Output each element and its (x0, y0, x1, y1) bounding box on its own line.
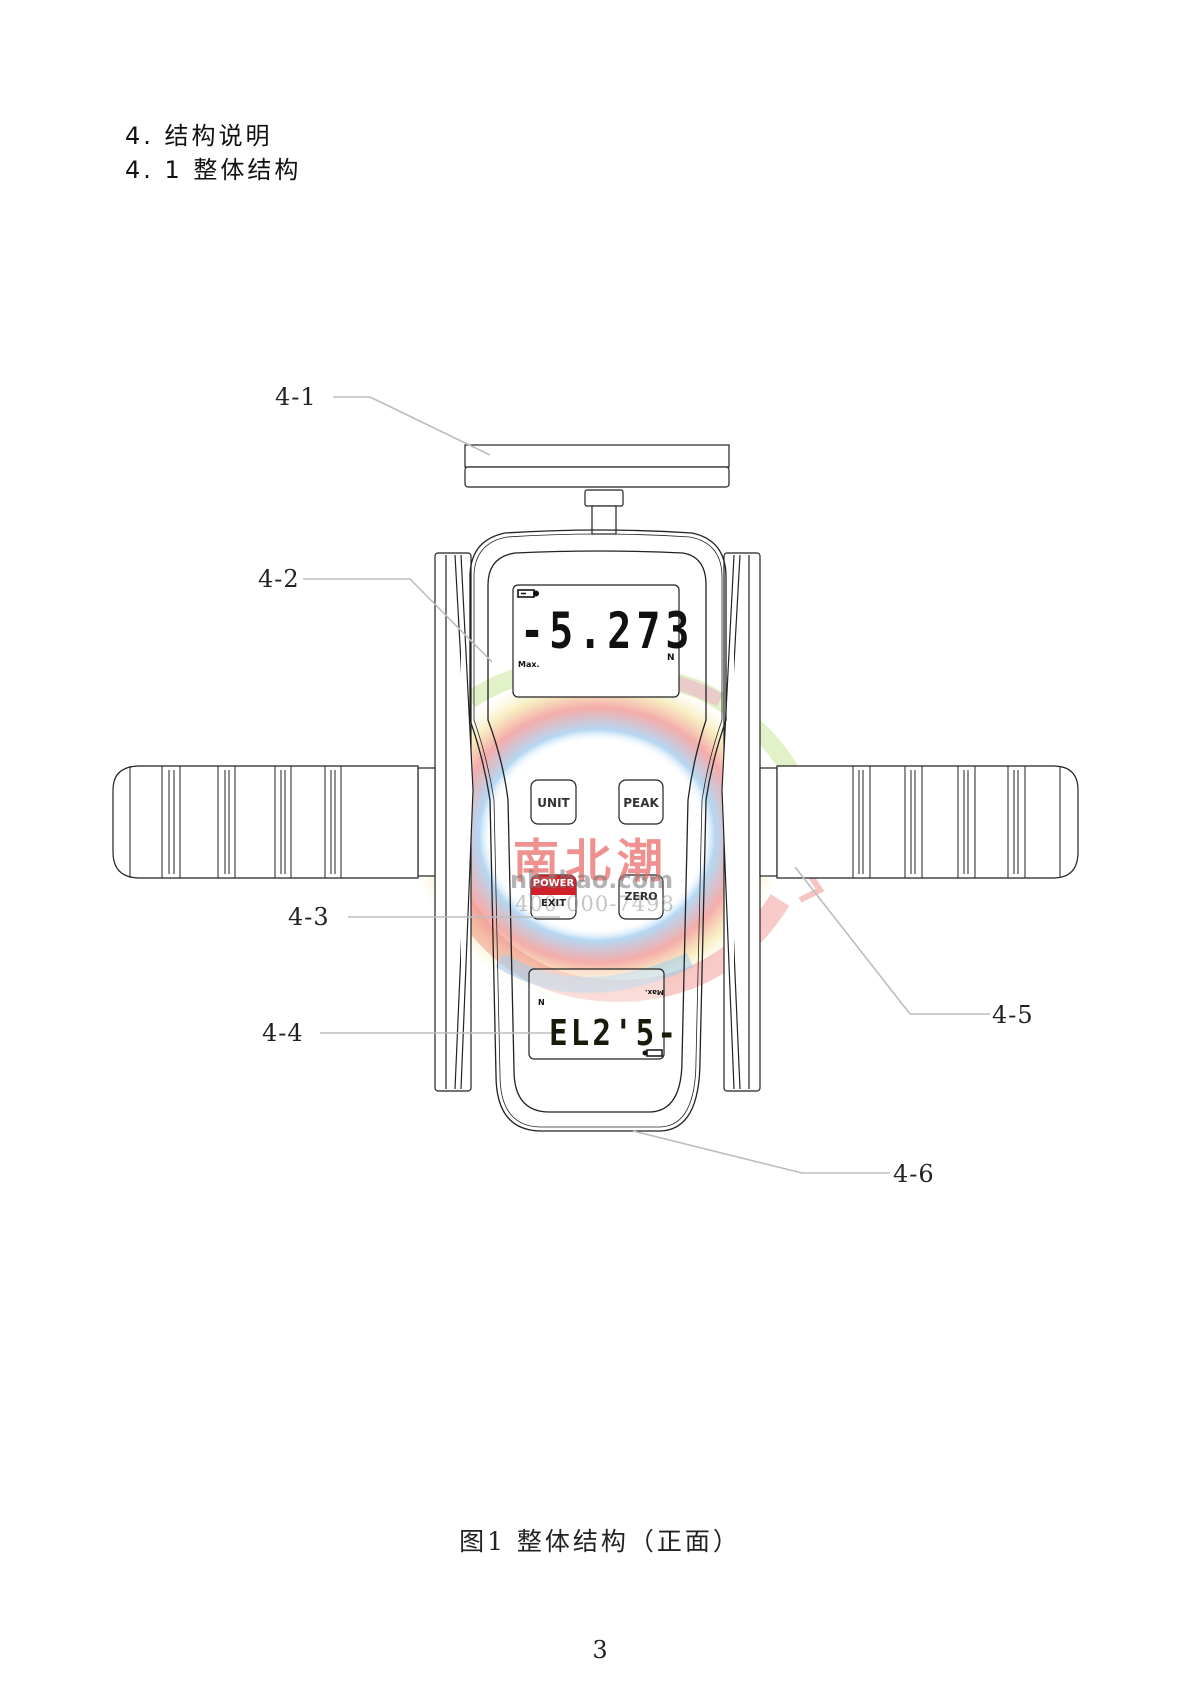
battery-icon (642, 1049, 663, 1057)
peak-button-label[interactable]: PEAK (623, 796, 659, 810)
callout-4-4: 4-4 (262, 1019, 304, 1047)
gauge-body (469, 529, 727, 1132)
zero-button-label[interactable]: ZERO (624, 890, 658, 903)
keypad (530, 779, 664, 920)
page-number: 3 (592, 1636, 608, 1664)
main-lcd-display (512, 584, 680, 698)
zero-button[interactable] (618, 874, 664, 920)
subsection-heading: 4. 1 整体结构 (125, 156, 302, 184)
right-handle (759, 765, 1079, 879)
main-lcd-mode: Max. (518, 660, 540, 669)
secondary-lcd-mode: Max. (645, 988, 664, 996)
callout-4-2: 4-2 (258, 565, 300, 593)
secondary-lcd-unit: N (538, 998, 545, 1007)
watermark-brand: 南北潮 (513, 834, 669, 888)
callout-4-1: 4-1 (275, 383, 317, 411)
main-lcd-reading: -5.273 (520, 603, 695, 661)
unit-button-label[interactable]: UNIT (537, 796, 570, 810)
frame-plates (434, 552, 761, 1092)
left-handle (112, 765, 436, 879)
figure-caption: 图1 整体结构（正面） (459, 1527, 741, 1556)
battery-icon (517, 589, 539, 598)
power-label-bg (531, 875, 576, 895)
main-lcd-unit: N (667, 653, 675, 663)
peak-button[interactable] (618, 779, 664, 825)
watermark-phone: 400-000-7498 (515, 892, 675, 916)
secondary-lcd-reading: EL2'5- (549, 1013, 679, 1055)
power-button-label[interactable]: POWER (532, 878, 575, 889)
section-heading: 4. 结构说明 (125, 122, 273, 150)
load-plate (464, 444, 730, 535)
callout-4-6: 4-6 (893, 1160, 935, 1188)
unit-button[interactable] (530, 779, 577, 825)
callout-4-3: 4-3 (288, 903, 330, 931)
leader-lines (303, 396, 990, 1174)
callout-4-5: 4-5 (992, 1001, 1034, 1029)
exit-button-label[interactable]: EXIT (540, 898, 567, 909)
watermark-url: nbchao.com (510, 866, 674, 894)
watermark-splash (407, 658, 825, 1005)
secondary-lcd-display (528, 968, 665, 1060)
